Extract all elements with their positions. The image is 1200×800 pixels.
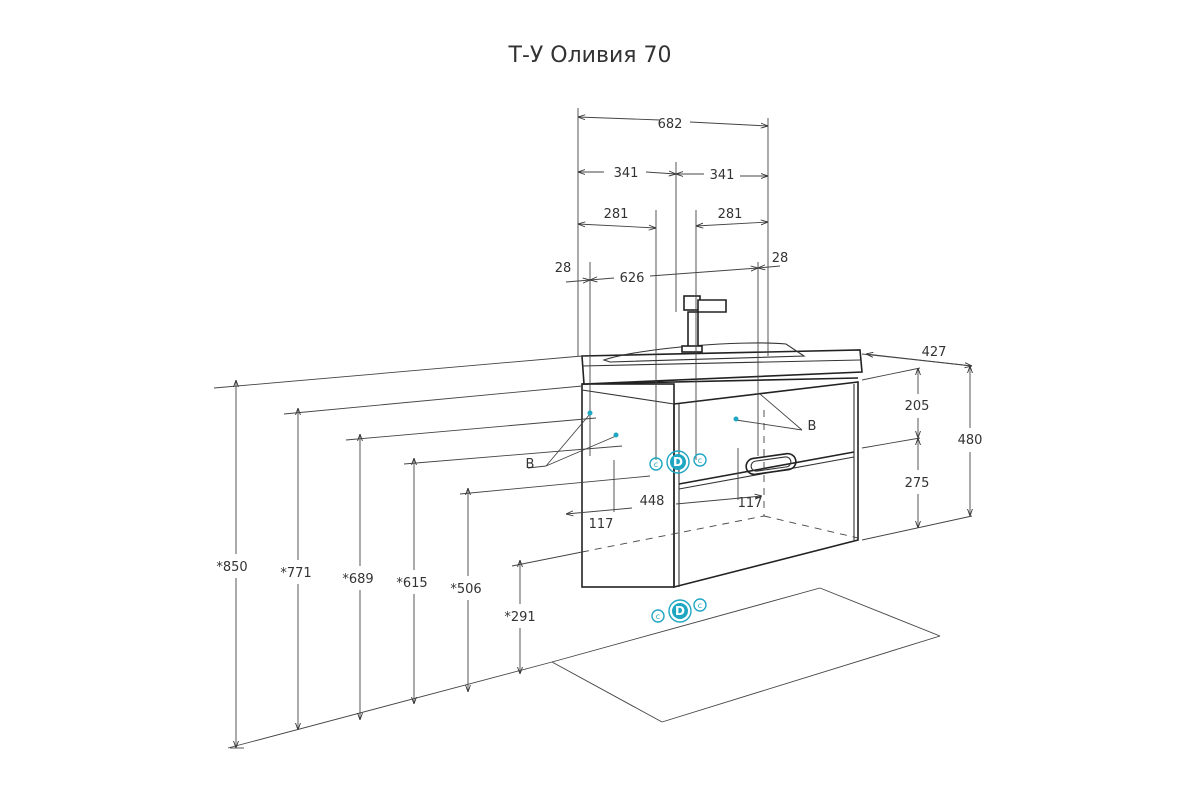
hot-water-label: c xyxy=(698,456,702,465)
inner-mount-lines xyxy=(566,448,762,514)
dim-offset-right: 281 xyxy=(718,207,743,222)
dim-edge-right: 28 xyxy=(772,251,789,266)
b-leader-lines xyxy=(527,393,803,469)
cold-water-label: c xyxy=(656,612,660,621)
dim-lower-drawer: 275 xyxy=(905,476,930,491)
mount-point-marker xyxy=(733,416,739,422)
label-b-right: B xyxy=(808,419,817,434)
wall-connections: c D c xyxy=(649,450,707,474)
dim-half-left: 341 xyxy=(614,166,639,181)
dim-height-689: *689 xyxy=(342,572,373,587)
floor-connections: c D c xyxy=(651,598,707,623)
dim-height-615: *615 xyxy=(396,576,427,591)
drawing-title: Т-У Оливия 70 xyxy=(508,43,672,68)
left-height-lines xyxy=(213,355,651,749)
drain-icon xyxy=(666,450,690,474)
mount-point-marker xyxy=(613,432,619,438)
dim-height-506: *506 xyxy=(450,582,481,597)
hot-water-icon xyxy=(693,453,707,467)
cabinet-body xyxy=(581,377,859,589)
drain-icon xyxy=(668,599,692,623)
sink-basin xyxy=(581,342,863,385)
dim-edge-left: 28 xyxy=(555,261,572,276)
drain-label: D xyxy=(673,455,683,469)
floor-outline xyxy=(227,587,941,749)
dim-body-height: 480 xyxy=(958,433,983,448)
dim-offset-left: 281 xyxy=(604,207,629,222)
dim-height-771: *771 xyxy=(280,566,311,581)
dim-overall-width: 682 xyxy=(658,117,683,132)
dim-mount-left: 117 xyxy=(589,517,614,532)
cold-water-label: c xyxy=(654,460,658,469)
label-b-left: B xyxy=(526,457,535,472)
right-dimension-lines xyxy=(861,354,972,541)
hot-water-label: c xyxy=(698,601,702,610)
faucet-icon xyxy=(681,295,727,353)
top-dimension-lines xyxy=(565,108,781,460)
dim-mount-width: 448 xyxy=(640,494,665,509)
mount-point-marker xyxy=(587,410,593,416)
dim-inner-width: 626 xyxy=(620,271,645,286)
dim-upper-drawer: 205 xyxy=(905,399,930,414)
dim-mount-right: 117 xyxy=(738,496,763,511)
dim-depth: 427 xyxy=(922,345,947,360)
cold-water-icon xyxy=(651,609,665,623)
dim-height-850: *850 xyxy=(216,560,247,575)
cold-water-icon xyxy=(649,457,663,471)
dim-half-right: 341 xyxy=(710,168,735,183)
dim-height-291: *291 xyxy=(504,610,535,625)
drain-label: D xyxy=(675,604,685,618)
hot-water-icon xyxy=(693,598,707,612)
